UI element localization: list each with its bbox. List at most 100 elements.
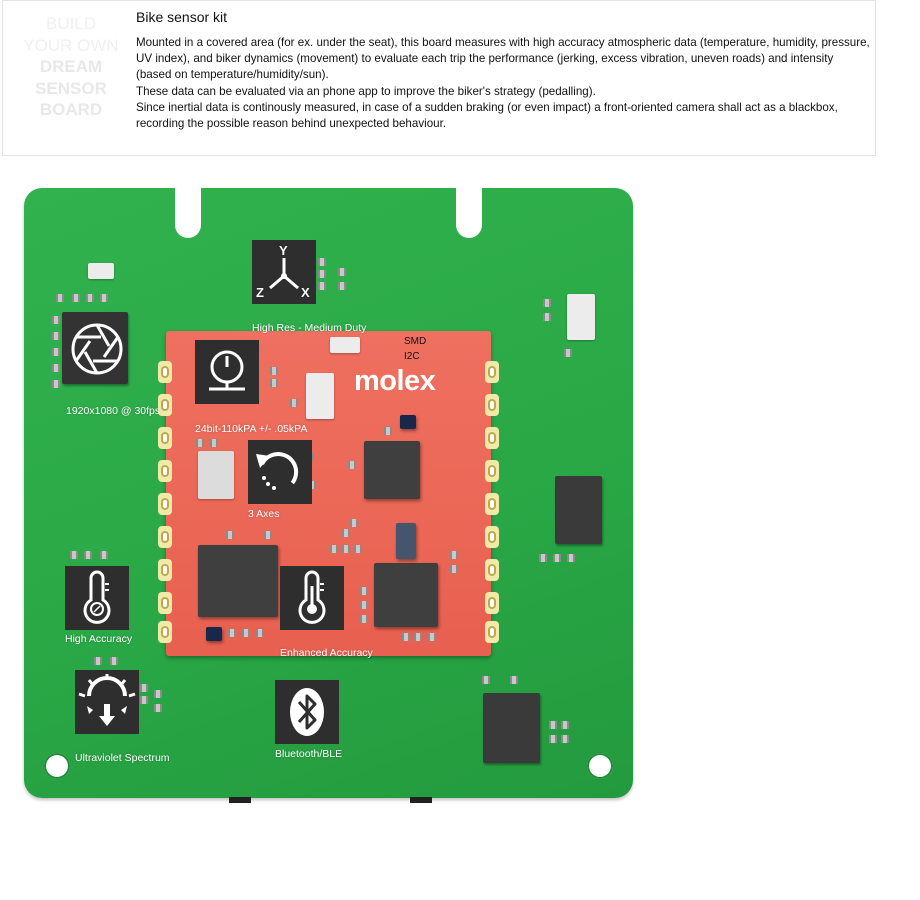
- component: [384, 427, 392, 435]
- component: [72, 294, 80, 302]
- component: [549, 735, 557, 743]
- kit-title: Bike sensor kit: [136, 9, 228, 25]
- component: [396, 523, 416, 559]
- component: [306, 373, 334, 419]
- component: [338, 282, 346, 290]
- description-paragraph: These data can be evaluated via an phone…: [136, 84, 596, 98]
- component: [510, 676, 518, 684]
- module-pin: [158, 394, 172, 416]
- component: [52, 332, 60, 340]
- temperature-label: Enhanced Accuracy: [280, 647, 373, 659]
- component: [348, 461, 356, 469]
- module-pin: [485, 526, 499, 548]
- component: [330, 545, 338, 553]
- component: [264, 531, 272, 539]
- rotate-icon: [248, 440, 312, 504]
- logo: BUILD YOUR OWN DREAM SENSOR BOARD: [17, 13, 125, 121]
- smd-label: SMD: [404, 336, 427, 347]
- mounting-hole: [587, 753, 613, 779]
- component: [206, 627, 222, 641]
- component: [100, 551, 108, 559]
- component: [414, 633, 422, 641]
- component: [564, 349, 572, 357]
- component: [555, 476, 602, 544]
- module-pin: [158, 493, 172, 515]
- component: [543, 299, 551, 307]
- edge-connector: [229, 797, 251, 803]
- component: [226, 531, 234, 539]
- component: [549, 721, 557, 729]
- logo-line-sensor: SENSOR: [35, 78, 107, 98]
- component: [360, 601, 368, 609]
- component: [482, 676, 490, 684]
- molex-logo: molex: [354, 365, 436, 397]
- chip: [364, 441, 420, 499]
- thermometer-icon: [280, 566, 344, 630]
- module-pin: [158, 361, 172, 383]
- component: [110, 657, 118, 665]
- module-pin: [485, 394, 499, 416]
- component: [318, 258, 326, 266]
- component: [84, 551, 92, 559]
- mounting-hole: [44, 753, 70, 779]
- component: [428, 633, 436, 641]
- board-notch: [175, 186, 201, 238]
- bluetooth-label: Bluetooth/BLE: [275, 748, 343, 760]
- logo-line-dream: DREAM: [39, 57, 103, 76]
- component: [154, 690, 162, 698]
- component: [52, 364, 60, 372]
- logo-line-board: BOARD: [39, 100, 103, 119]
- component: [360, 615, 368, 623]
- i2c-label: I2C: [404, 351, 420, 362]
- gyro-label: 3 Axes: [248, 508, 280, 520]
- edge-connector: [410, 797, 432, 803]
- humidity-label: High Accuracy: [65, 633, 133, 645]
- component: [318, 282, 326, 290]
- component: [450, 565, 458, 573]
- camera-shutter-icon: [66, 318, 128, 380]
- component: [539, 554, 547, 562]
- humidity-thermometer-icon: [65, 566, 129, 630]
- chip: [374, 563, 438, 627]
- component: [52, 316, 60, 324]
- component: [450, 551, 458, 559]
- chip: [198, 545, 278, 617]
- component: [567, 554, 575, 562]
- module-pin: [485, 460, 499, 482]
- bluetooth-icon: [275, 680, 339, 744]
- component: [140, 696, 148, 704]
- component: [86, 294, 94, 302]
- description-paragraph: Since inertial data is continously measu…: [136, 100, 838, 131]
- component: [342, 529, 350, 537]
- component: [270, 379, 278, 387]
- accelerometer-label: High Res - Medium Duty: [252, 322, 367, 334]
- component: [52, 348, 60, 356]
- component: [543, 313, 551, 321]
- module-pin: [158, 427, 172, 449]
- module-pin: [158, 460, 172, 482]
- component: [330, 337, 360, 353]
- component: [196, 439, 204, 447]
- module-pin: [158, 559, 172, 581]
- header-card: BUILD YOUR OWN DREAM SENSOR BOARD Bike s…: [2, 0, 876, 156]
- kit-description: Mounted in a covered area (for ex. under…: [136, 35, 871, 132]
- component: [400, 415, 416, 429]
- camera-label: 1920x1080 @ 30fps: [66, 405, 161, 417]
- axes-icon: [252, 240, 316, 304]
- module-pin: [485, 361, 499, 383]
- pressure-label: 24bit-110kPA +/- .05kPA: [195, 423, 308, 435]
- component: [210, 439, 218, 447]
- uv-label: Ultraviolet Spectrum: [75, 752, 170, 764]
- component: [70, 551, 78, 559]
- component: [402, 633, 410, 641]
- component: [100, 294, 108, 302]
- component: [318, 270, 326, 278]
- module-pin: [485, 592, 499, 614]
- component: [567, 294, 595, 340]
- axis-y-label: Y: [279, 243, 288, 258]
- board-notch: [456, 186, 482, 238]
- component: [228, 629, 236, 637]
- description-paragraph: Mounted in a covered area (for ex. under…: [136, 36, 870, 82]
- pressure-gauge-icon: [195, 340, 259, 404]
- logo-line-build: BUILD: [45, 14, 97, 33]
